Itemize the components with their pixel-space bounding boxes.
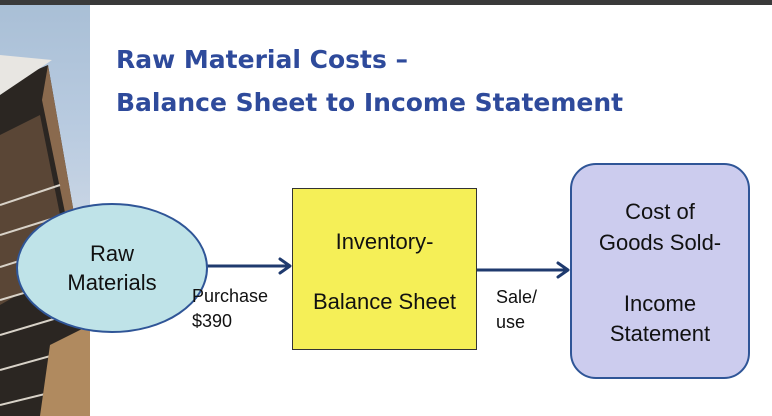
purchase-label: Purchase $390 [192, 284, 268, 334]
raw-materials-node: Raw Materials [16, 203, 208, 333]
inventory-label-1: Inventory- [335, 229, 434, 254]
sale-label: Sale/ use [496, 285, 537, 335]
sale-label-1: Sale/ [496, 287, 538, 307]
slide-title: Raw Material Costs – Balance Sheet to In… [116, 38, 623, 124]
sale-label-2: use [496, 312, 526, 332]
cogs-label-4: Statement [609, 321, 711, 346]
title-line-2: Balance Sheet to Income Statement [116, 88, 624, 117]
cogs-node: Cost of Goods Sold- Income Statement [570, 163, 750, 379]
cogs-label-1: Cost of [625, 199, 695, 224]
raw-materials-label-1: Raw [89, 241, 134, 266]
inventory-node: Inventory- Balance Sheet [292, 188, 477, 350]
inventory-label-2: Balance Sheet [312, 289, 457, 314]
cogs-label-2: Goods Sold- [598, 230, 722, 255]
building-photo [0, 5, 90, 416]
top-border [0, 0, 772, 5]
purchase-arrowhead [278, 257, 292, 275]
purchase-label-1: Purchase [192, 286, 269, 306]
sale-arrowhead [556, 261, 570, 279]
cogs-label-3: Income [623, 291, 697, 316]
purchase-amount: $390 [192, 311, 233, 331]
title-line-1: Raw Material Costs – [116, 45, 409, 74]
raw-materials-label-2: Materials [67, 270, 157, 295]
